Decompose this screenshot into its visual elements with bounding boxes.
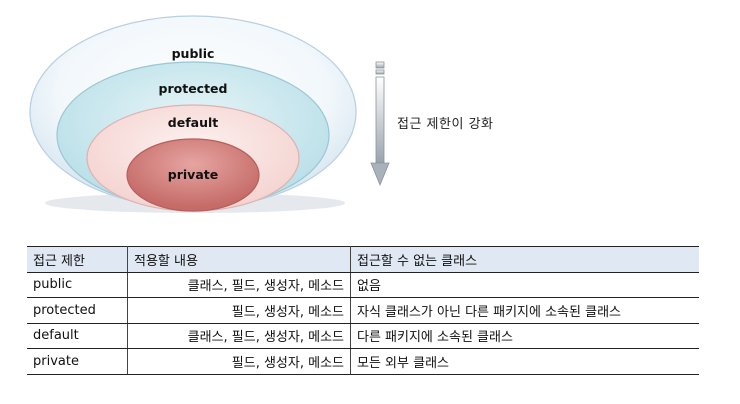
table-row: public 클래스, 필드, 생성자, 메소드 없음 <box>27 272 699 298</box>
cell-applies-to: 클래스, 필드, 생성자, 메소드 <box>127 272 351 298</box>
cell-applies-to: 클래스, 필드, 생성자, 메소드 <box>127 323 351 349</box>
ring-private <box>126 138 260 212</box>
cell-inaccessible: 모든 외부 클래스 <box>350 348 699 375</box>
cell-modifier: protected <box>27 297 128 324</box>
label-protected: protected <box>159 81 228 96</box>
cell-inaccessible: 자식 클래스가 아닌 다른 패키지에 소속된 클래스 <box>350 297 699 324</box>
table-header-row: 접근 제한 적용할 내용 접근할 수 없는 클래스 <box>27 246 699 273</box>
cell-applies-to: 필드, 생성자, 메소드 <box>127 297 351 324</box>
down-arrow-icon <box>370 61 390 187</box>
header-inaccessible: 접근할 수 없는 클래스 <box>350 246 699 273</box>
cell-applies-to: 필드, 생성자, 메소드 <box>127 348 351 375</box>
cell-inaccessible: 다른 패키지에 소속된 클래스 <box>350 323 699 349</box>
label-public: public <box>172 46 215 61</box>
access-modifier-table: 접근 제한 적용할 내용 접근할 수 없는 클래스 public 클래스, 필드… <box>27 246 699 375</box>
label-default: default <box>168 115 218 130</box>
header-access: 접근 제한 <box>27 246 128 273</box>
access-level-diagram: public protected default private <box>29 15 390 213</box>
label-private: private <box>168 167 218 182</box>
cell-inaccessible: 없음 <box>350 272 699 298</box>
cell-modifier: default <box>27 323 128 349</box>
table-row: protected 필드, 생성자, 메소드 자식 클래스가 아닌 다른 패키지… <box>27 297 699 324</box>
cell-modifier: public <box>27 272 128 298</box>
table-row: private 필드, 생성자, 메소드 모든 외부 클래스 <box>27 348 699 375</box>
table-row: default 클래스, 필드, 생성자, 메소드 다른 패키지에 소속된 클래… <box>27 323 699 349</box>
header-applies-to: 적용할 내용 <box>127 246 351 273</box>
cell-modifier: private <box>27 348 128 375</box>
arrow-label: 접근 제한이 강화 <box>397 117 494 132</box>
